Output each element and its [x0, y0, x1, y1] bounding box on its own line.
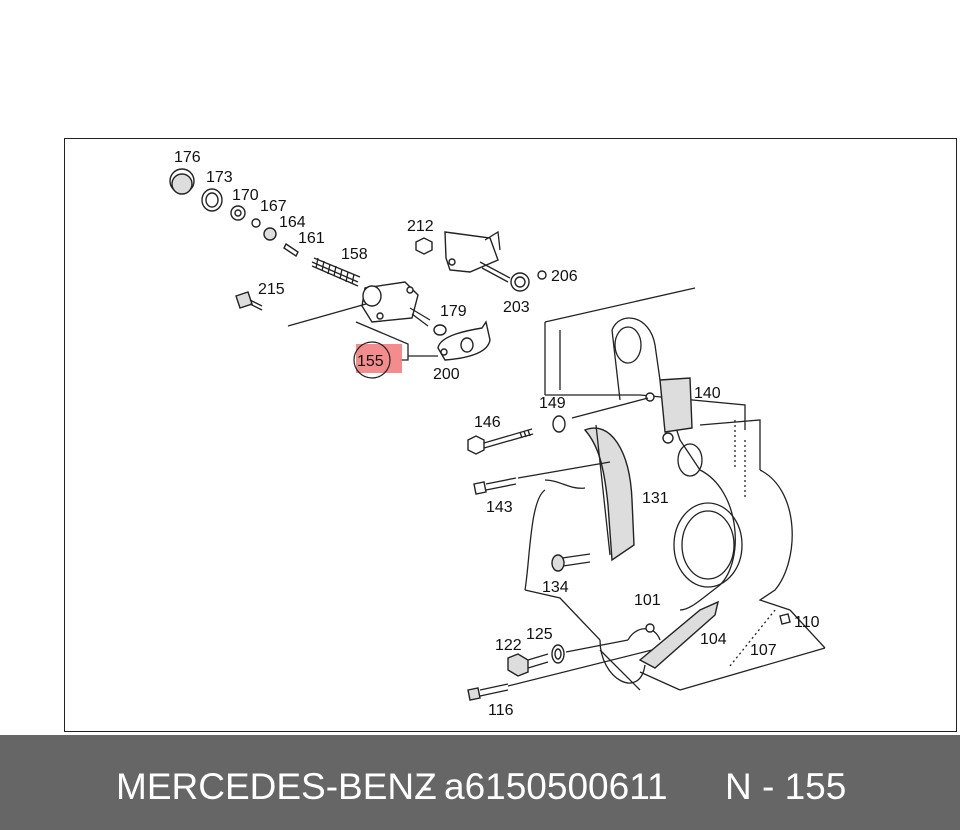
part-107-wire	[729, 609, 776, 667]
callout-167: 167	[260, 198, 287, 215]
part-200-gasket	[408, 320, 491, 361]
part-125-ring	[551, 639, 629, 664]
part-140-tensioner	[571, 377, 693, 444]
tensioner-parts-group	[169, 168, 361, 287]
part-134-bolt	[551, 553, 591, 572]
callout-176: 176	[174, 149, 201, 166]
callout-215: 215	[258, 281, 285, 298]
callout-116: 116	[488, 702, 514, 719]
callout-134: 134	[542, 579, 569, 596]
callout-143: 143	[486, 499, 513, 516]
highlight-155	[356, 344, 402, 373]
part-155-housing	[287, 281, 431, 361]
part-110-pin	[779, 613, 791, 625]
callout-203: 203	[503, 299, 530, 316]
callout-101: 101	[634, 592, 661, 609]
callout-125: 125	[526, 626, 553, 643]
part-116-bolt	[467, 649, 653, 701]
callout-circle-155	[353, 341, 391, 379]
footer-reference: N - 155	[725, 766, 847, 807]
callout-173: 173	[206, 169, 233, 186]
callout-212: 212	[407, 218, 434, 235]
callout-110: 110	[794, 614, 820, 631]
part-149-washer	[552, 415, 566, 433]
callout-179: 179	[440, 303, 467, 320]
callout-104: 104	[700, 631, 727, 648]
parts-diagram: 176 173 170 167 164 161 158 212 215 206 …	[169, 149, 826, 719]
callout-149: 149	[539, 395, 566, 412]
callout-170: 170	[232, 187, 259, 204]
footer-separator: -	[420, 766, 433, 807]
callout-158: 158	[341, 246, 368, 263]
footer-part-number: a6150500611	[444, 766, 668, 807]
callout-206: 206	[551, 268, 578, 285]
callout-200: 200	[433, 366, 460, 383]
callout-155: 155	[357, 353, 384, 370]
part-212-assembly	[415, 230, 547, 292]
footer-bar: MERCEDES-BENZ - a6150500611 N - 155	[0, 735, 960, 830]
callout-122: 122	[495, 637, 522, 654]
callout-131: 131	[642, 490, 669, 507]
part-143-bolt	[473, 461, 611, 495]
footer-brand: MERCEDES-BENZ	[116, 766, 437, 807]
part-215-bolt	[235, 291, 263, 311]
engine-timing-case	[524, 287, 826, 691]
callout-161: 161	[298, 230, 325, 247]
callout-labels: 176 173 170 167 164 161 158 212 215 206 …	[174, 149, 820, 719]
callout-107: 107	[750, 642, 777, 659]
callout-164: 164	[279, 214, 306, 231]
callout-140: 140	[694, 385, 721, 402]
part-146-bolt	[467, 428, 534, 455]
callout-146: 146	[474, 414, 501, 431]
part-179-ring	[433, 324, 447, 336]
part-122-plug	[507, 653, 549, 677]
